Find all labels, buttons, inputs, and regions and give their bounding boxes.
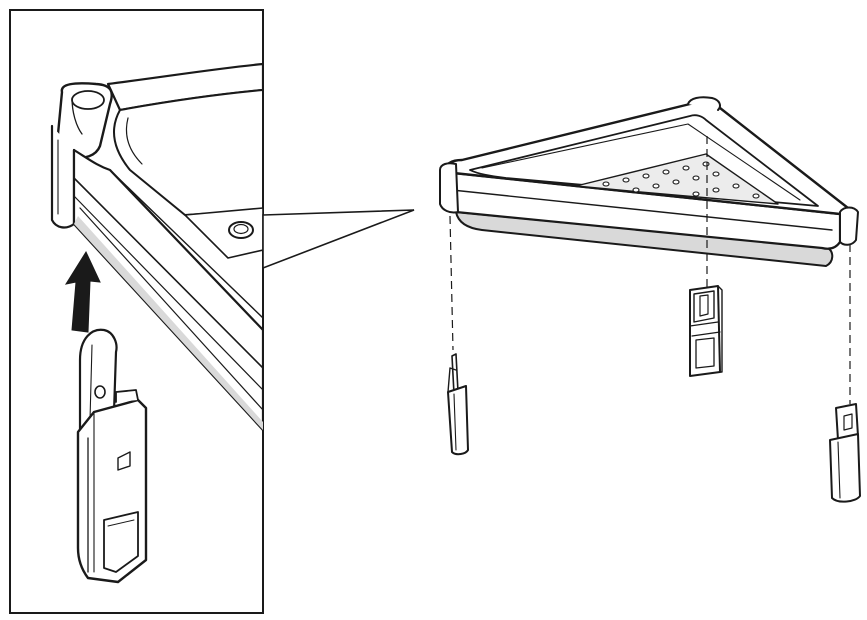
inset-tray-floor bbox=[184, 207, 263, 259]
tray-right-post bbox=[839, 206, 859, 246]
center-bracket bbox=[689, 285, 723, 377]
detail-callout bbox=[262, 209, 415, 270]
tray-left-post bbox=[439, 162, 459, 214]
drain-holes bbox=[602, 161, 760, 199]
detail-inset bbox=[9, 9, 264, 614]
corner-shelf-tray bbox=[439, 96, 859, 267]
inset-tray-well bbox=[113, 89, 263, 216]
alignment-guides bbox=[449, 136, 851, 404]
tray-lower-band bbox=[455, 211, 834, 267]
right-peg bbox=[829, 403, 861, 503]
inset-side-wall bbox=[72, 148, 263, 432]
tray-drain-plate bbox=[575, 153, 779, 205]
insert-arrow bbox=[64, 250, 101, 333]
left-peg bbox=[447, 353, 469, 456]
inset-bracket bbox=[76, 328, 148, 584]
